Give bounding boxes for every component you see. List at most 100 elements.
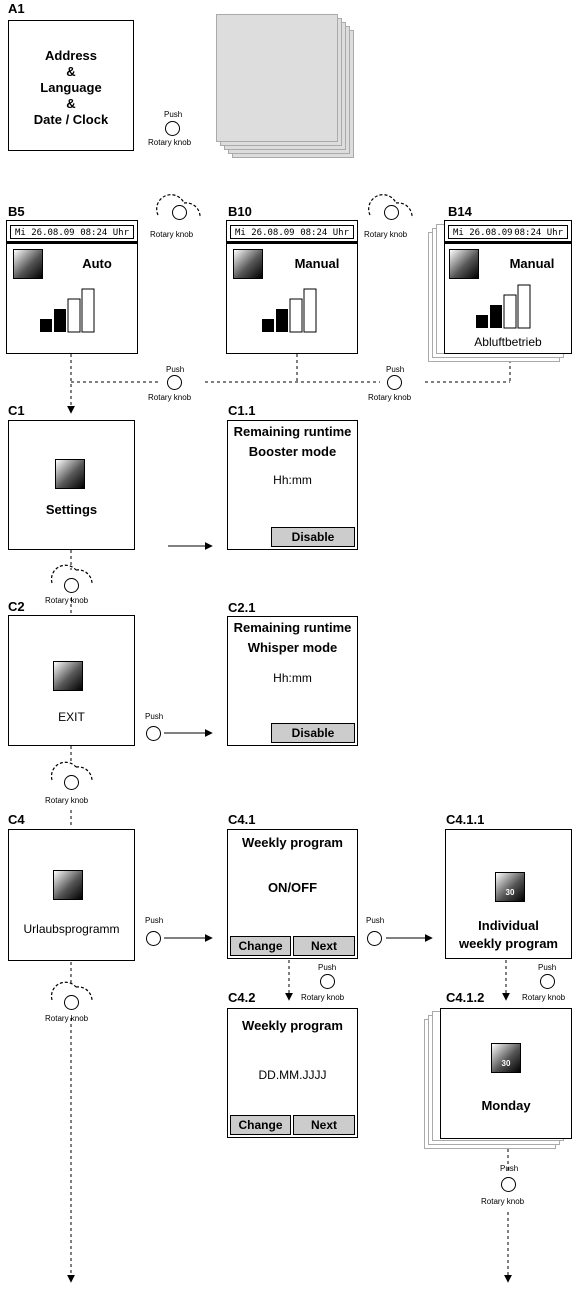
- date-value: DD.MM.JJJJ: [258, 1068, 327, 1082]
- screen-c1-1: Remaining runtime Booster mode Hh:mm Dis…: [227, 420, 358, 550]
- calendar-clock-icon: 30: [491, 1043, 521, 1073]
- rotary-knob-icon[interactable]: [64, 775, 79, 790]
- rotary-knob-label: Rotary knob: [148, 138, 192, 147]
- settings-label: Settings: [45, 502, 98, 517]
- status-divider: [7, 241, 137, 244]
- push-knob-icon[interactable]: [146, 931, 161, 946]
- label-c4-1: C4.1: [228, 812, 256, 827]
- runtime-value: Hh:mm: [273, 473, 312, 487]
- label-b5: B5: [8, 204, 25, 219]
- label-c4-2: C4.2: [228, 990, 256, 1005]
- rotary-knob-icon[interactable]: [64, 995, 79, 1010]
- push-knob-icon[interactable]: [501, 1177, 516, 1192]
- rotary-knob-label: Rotary knob: [45, 596, 89, 605]
- screen-c4-1-2: 30 Monday: [440, 1008, 572, 1139]
- label-b10: B10: [228, 204, 252, 219]
- c2-1-title1: Remaining runtime: [233, 620, 352, 635]
- c4-1-1-line1: Individual: [478, 918, 539, 933]
- label-c2: C2: [8, 599, 25, 614]
- mode-label: Manual: [509, 256, 555, 271]
- push-knob-icon[interactable]: [146, 726, 161, 741]
- push-label: Push: [386, 365, 405, 374]
- screen-c1: Settings: [8, 420, 135, 550]
- push-label: Push: [166, 365, 185, 374]
- push-label: Push: [145, 712, 164, 721]
- status-date: Mi 26.08.09: [453, 228, 513, 238]
- push-label: Push: [164, 110, 183, 119]
- label-c4: C4: [8, 812, 25, 827]
- status-time: 08:24 Uhr: [300, 228, 349, 238]
- weekly-program-title: Weekly program: [242, 1018, 343, 1033]
- push-knob-icon[interactable]: [167, 375, 182, 390]
- next-button[interactable]: Next: [293, 936, 355, 956]
- c4-1-1-line2: weekly program: [459, 936, 558, 951]
- stack-sheet: [216, 14, 338, 142]
- rotary-knob-icon[interactable]: [384, 205, 399, 220]
- weekly-program-title: Weekly program: [242, 835, 343, 850]
- change-button[interactable]: Change: [230, 1115, 291, 1135]
- disable-button[interactable]: Disable: [271, 527, 355, 547]
- change-button[interactable]: Change: [230, 936, 291, 956]
- screen-c2-1: Remaining runtime Whisper mode Hh:mm Dis…: [227, 616, 358, 746]
- push-label: Push: [500, 1164, 519, 1173]
- label-c1-1: C1.1: [228, 403, 256, 418]
- c1-1-title1: Remaining runtime: [233, 424, 352, 439]
- screen-a1: Address & Language & Date / Clock: [8, 20, 134, 151]
- label-c4-1-1: C4.1.1: [446, 812, 485, 827]
- a1-line1: Address: [44, 48, 98, 63]
- label-b14: B14: [448, 204, 472, 219]
- vacation-label: Urlaubsprogramm: [23, 922, 120, 936]
- push-label: Push: [366, 916, 385, 925]
- signal-bars-icon: [40, 288, 95, 333]
- push-knob-icon[interactable]: [165, 121, 180, 136]
- screen-c4-1-1: 30 Individual weekly program: [445, 829, 572, 959]
- rotary-knob-label: Rotary knob: [522, 993, 566, 1002]
- a1-line5: Date / Clock: [33, 112, 109, 127]
- wrench-icon: [55, 459, 85, 489]
- push-knob-icon[interactable]: [367, 931, 382, 946]
- exhaust-house-icon: [449, 249, 479, 279]
- rotary-knob-label: Rotary knob: [45, 796, 89, 805]
- day-label: Monday: [481, 1098, 531, 1113]
- push-knob-icon[interactable]: [540, 974, 555, 989]
- next-button[interactable]: Next: [293, 1115, 355, 1135]
- sub-mode-label: Abluftbetrieb: [474, 335, 542, 349]
- disable-button[interactable]: Disable: [271, 723, 355, 743]
- status-time: 08:24 Uhr: [514, 228, 563, 238]
- rotary-knob-label: Rotary knob: [148, 393, 192, 402]
- status-divider: [445, 241, 571, 244]
- rotary-knob-icon[interactable]: [64, 578, 79, 593]
- screen-c4-1: Weekly program ON/OFF Change Next: [227, 829, 358, 959]
- label-c2-1: C2.1: [228, 600, 256, 615]
- a1-line3: Language: [40, 80, 102, 95]
- screen-c4-2: Weekly program DD.MM.JJJJ Change Next: [227, 1008, 358, 1138]
- signal-bars-icon: [262, 288, 317, 333]
- fan-house-icon: [13, 249, 43, 279]
- screen-c2: EXIT: [8, 615, 135, 746]
- push-knob-icon[interactable]: [387, 375, 402, 390]
- signal-bars-icon: [476, 284, 531, 329]
- on-off-value: ON/OFF: [267, 880, 318, 895]
- fan-house-icon: [233, 249, 263, 279]
- mode-label: Auto: [82, 256, 112, 271]
- push-knob-icon[interactable]: [320, 974, 335, 989]
- status-time: 08:24 Uhr: [80, 228, 129, 238]
- push-label: Push: [145, 916, 164, 925]
- calendar-clock-icon: 30: [495, 872, 525, 902]
- screen-c4: Urlaubsprogramm: [8, 829, 135, 961]
- airplane-icon: [53, 870, 83, 900]
- status-divider: [227, 241, 357, 244]
- exit-icon: [53, 661, 83, 691]
- a1-line4: &: [66, 96, 76, 111]
- rotary-knob-label: Rotary knob: [45, 1014, 89, 1023]
- rotary-knob-label: Rotary knob: [368, 393, 412, 402]
- rotary-knob-label: Rotary knob: [481, 1197, 525, 1206]
- rotary-knob-icon[interactable]: [172, 205, 187, 220]
- push-label: Push: [318, 963, 337, 972]
